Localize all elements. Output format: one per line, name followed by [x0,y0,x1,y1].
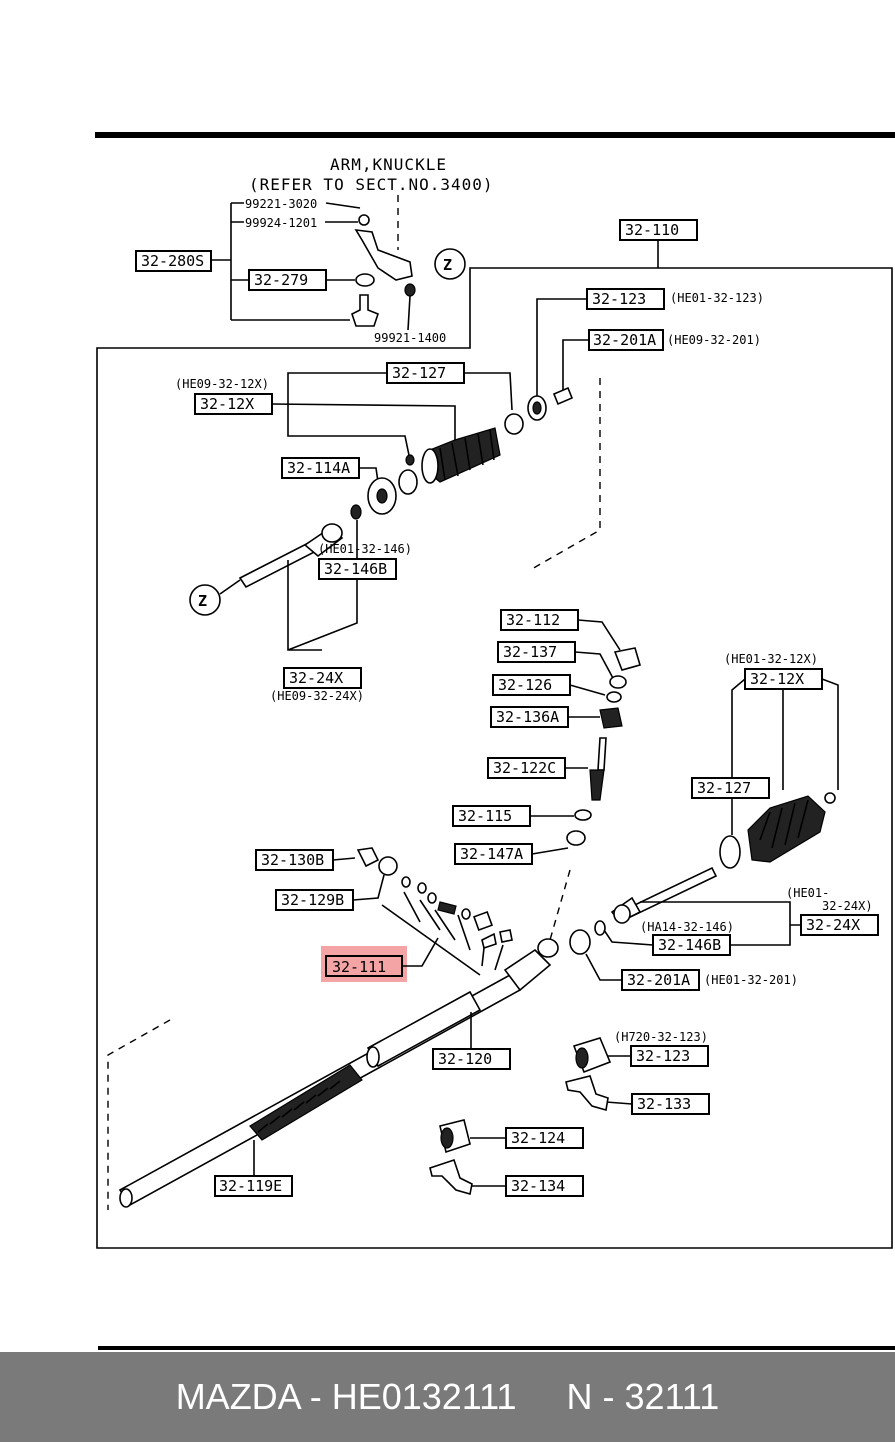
label-32-134: 32-134 [511,1177,565,1195]
label-32-114A: 32-114A [287,459,350,477]
label-32-146B-right: 32-146B [658,936,721,954]
label-32-137: 32-137 [503,643,557,661]
parts-diagram: ARM,KNUCKLE (REFER TO SECT.NO.3400) 32-2… [95,132,895,1350]
label-32-12X-right: 32-12X [750,670,804,688]
label-32-201A-right: 32-201A [627,971,690,989]
footer-brand-part: MAZDA - HE0132111 [175,1376,517,1417]
label-32-201A-top: 32-201A [593,331,656,349]
label-32-133: 32-133 [637,1095,691,1113]
label-32-147A: 32-147A [460,845,523,863]
label-he01-32-24x-a: (HE01- [786,886,829,900]
label-32-123-right: 32-123 [636,1047,690,1065]
label-32-122C: 32-122C [493,759,556,777]
label-32-110: 32-110 [625,221,679,239]
label-he09-32-12x: (HE09-32-12X) [175,377,269,391]
label-32-146B-top: 32-146B [324,560,387,578]
label-32-12X-top: 32-12X [200,395,254,413]
footer-number: N - 32111 [566,1376,720,1417]
label-32-130B: 32-130B [261,851,324,869]
label-32-126: 32-126 [498,676,552,694]
label-32-136A: 32-136A [496,708,559,726]
label-99921-1400: 99921-1400 [374,331,446,345]
label-he09-32-201: (HE09-32-201) [667,333,761,347]
bottom-rule [98,1346,895,1350]
label-32-119E: 32-119E [219,1177,282,1195]
assembly-frame [96,267,893,1249]
label-32-24X-right: 32-24X [806,916,860,934]
label-32-279: 32-279 [254,271,308,289]
label-he01-32-123: (HE01-32-123) [670,291,764,305]
label-32-127-top: 32-127 [392,364,446,382]
label-32-127-right: 32-127 [697,779,751,797]
label-32-124: 32-124 [511,1129,565,1147]
label-he01-32-12x: (HE01-32-12X) [724,652,818,666]
label-32-120: 32-120 [438,1050,492,1068]
header-line1: ARM,KNUCKLE [330,155,447,174]
z-marker-top: Z [443,256,452,274]
label-99221-3020: 99221-3020 [245,197,317,211]
label-he09-32-24x: (HE09-32-24X) [270,689,364,703]
label-32-280S: 32-280S [141,252,204,270]
label-32-24X-top: 32-24X [289,669,343,687]
header-line2: (REFER TO SECT.NO.3400) [249,175,494,194]
label-h720-32-123: (H720-32-123) [614,1030,708,1044]
label-he01-32-24x-b: 32-24X) [822,899,873,913]
label-ha14-32-146: (HA14-32-146) [640,920,734,934]
label-32-123-top: 32-123 [592,290,646,308]
top-rule [95,132,895,138]
label-32-111: 32-111 [332,958,386,976]
label-32-115: 32-115 [458,807,512,825]
label-he01-32-146: (HE01-32-146) [318,542,412,556]
z-marker-bottom: Z [198,592,207,610]
part-footer: MAZDA - HE0132111 N - 32111 [0,1352,895,1442]
label-32-112: 32-112 [506,611,560,629]
label-32-129B: 32-129B [281,891,344,909]
label-he01-32-201: (HE01-32-201) [704,973,798,987]
label-99924-1201: 99924-1201 [245,216,317,230]
